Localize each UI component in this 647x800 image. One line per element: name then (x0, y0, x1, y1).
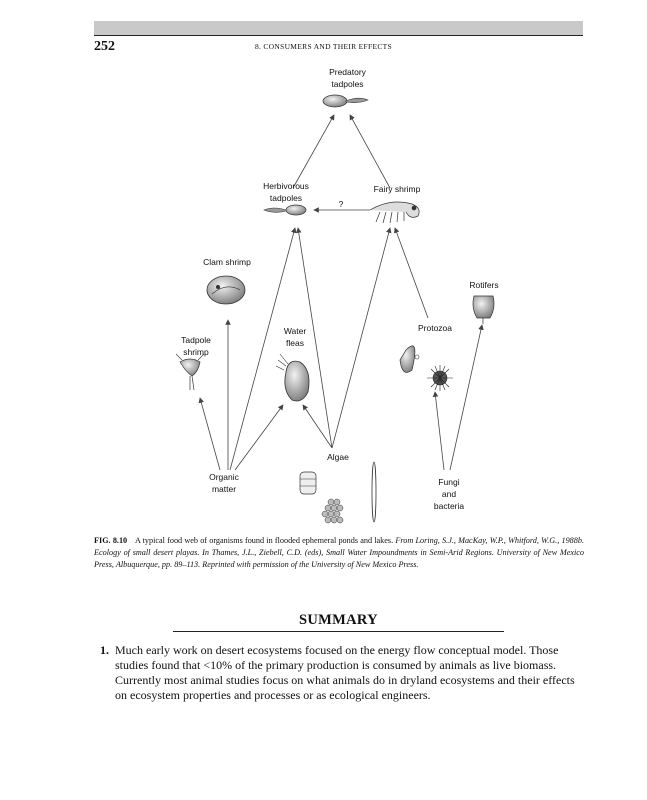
summary-rule (173, 631, 504, 632)
caption-citation: From Loring, S.J., MacKay, W.P., Whitfor… (94, 536, 585, 569)
page-number: 252 (94, 39, 115, 54)
caption-text: A typical food web of organisms found in… (134, 536, 394, 545)
label-fairy-shrimp: Fairy shrimp (373, 184, 421, 194)
arrow-herbivorous-to-predatory (292, 114, 335, 189)
figure-caption: FIG. 8.10 A typical food web of organism… (94, 535, 584, 571)
caption-figure-number: FIG. 8.10 (94, 536, 128, 545)
arrow-fairy-to-predatory (349, 114, 391, 189)
arrow-fungi-to-protozoa (432, 391, 445, 471)
label-algae: Algae (327, 452, 349, 462)
summary-heading: SUMMARY (299, 612, 378, 628)
header-rule (94, 35, 583, 36)
label-water-fleas: Water fleas (283, 326, 307, 348)
fairy-shrimp-icon (369, 201, 420, 224)
arrow-algae-to-waterfleas (302, 404, 333, 449)
rotifer-icon (472, 295, 495, 324)
arrow-algae-to-fairy (331, 227, 392, 449)
food-web-arrows (198, 114, 484, 471)
label-herbivorous-tadpoles: Herbivorous tadpoles (263, 181, 309, 203)
label-protozoa: Protozoa (417, 323, 453, 333)
summary-item-number: 1. (100, 643, 109, 657)
running-head: 8. CONSUMERS AND THEIR EFFECTS (254, 42, 392, 51)
label-fungi-bacteria: Fungi and bacteria (433, 477, 465, 511)
arrow-protozoa-to-fairy (394, 227, 429, 319)
label-rotifers: Rotifers (469, 280, 499, 290)
diatom-icon (299, 471, 317, 495)
summary-item-text: Much early work on desert ecosystems foc… (115, 643, 575, 702)
summary-item: 1. Much early work on desert ecosystems … (100, 643, 584, 703)
summary-list: 1. Much early work on desert ecosystems … (100, 643, 584, 703)
arrow-organic-to-herbivorous (229, 227, 297, 471)
algae-icons (299, 461, 377, 524)
herbivorous-tadpole-icon (263, 204, 307, 216)
label-question-mark: ? (338, 199, 344, 209)
predatory-tadpole-icon (322, 94, 369, 108)
water-flea-icon (275, 353, 310, 402)
label-tadpole-shrimp: Tadpole shrimp (181, 335, 211, 357)
tadpole-shrimp-icon (175, 353, 205, 391)
label-predatory-tadpoles: Predatory tadpoles (329, 67, 366, 89)
label-clam-shrimp: Clam shrimp (203, 257, 251, 267)
clam-shrimp-icon (206, 275, 246, 305)
food-web-figure: Predatory tadpoles Herbivorous tadpoles … (150, 60, 530, 530)
arrow-organic-to-waterfleas (234, 404, 284, 471)
arrow-fungi-to-rotifers (449, 324, 484, 471)
protozoa-icon (399, 345, 453, 391)
arrow-algae-to-herbivorous (295, 227, 333, 449)
food-web-diagram (175, 94, 495, 524)
label-organic-matter: Organic matter (209, 472, 239, 494)
filament-alga-icon (371, 461, 377, 523)
header-band (94, 21, 583, 35)
colonial-alga-icon (321, 498, 344, 524)
arrow-organic-to-tadpole-shrimp (198, 397, 221, 471)
